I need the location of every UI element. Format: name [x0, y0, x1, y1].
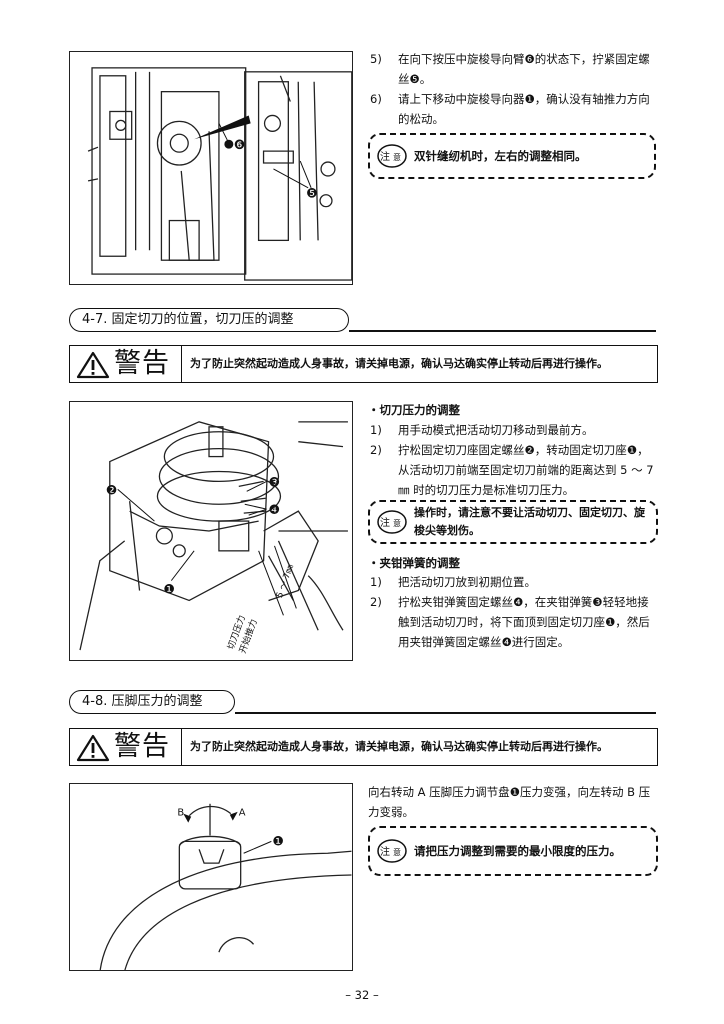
caution-text: 请把压力调整到需要的最小限度的压力。 — [414, 844, 621, 858]
figure-presser-pressure: B A ❶ — [69, 783, 353, 971]
warning-text: 为了防止突然起动造成人身事故，请关掉电源，确认马达确实停止转动后再进行操作。 — [190, 740, 608, 753]
step-number: 2) — [370, 595, 382, 609]
top-step-5: 5) 在向下按压中旋梭导向臂❻的状态下，拧紧固定螺丝❺。 — [370, 49, 658, 89]
caution-box-4-7: 注 意 操作时，请注意不要让活动切刀、固定切刀、旋梭尖等划伤。 — [368, 500, 658, 544]
svg-text:注: 注 — [380, 150, 390, 163]
step-number: 2) — [370, 443, 382, 457]
warning-heading: 警告 — [70, 729, 182, 765]
caution-text: 操作时，请注意不要让活动切刀、固定切刀、旋梭尖等划伤。 — [414, 506, 645, 537]
presser-body-text: 向右转动 A 压脚压力调节盘❶压力变强，向左转动 B 压力变弱。 — [368, 785, 651, 819]
svg-text:意: 意 — [393, 518, 401, 528]
shuttle-guide-illustration: ❻ ❺ — [87, 67, 352, 281]
callout-5: ❺ — [306, 187, 318, 202]
callout-2: ❷ — [106, 483, 118, 498]
figure-shuttle-guide: ❻ ❺ — [69, 51, 353, 285]
callout-1: ❶ — [163, 583, 175, 598]
step-number: 1) — [370, 575, 382, 589]
warning-word: 警告 — [114, 731, 170, 762]
section-title-4-8: 4-8. 压脚压力的调整 — [69, 690, 235, 714]
svg-text:注: 注 — [380, 516, 390, 529]
step-number: 1) — [370, 423, 382, 437]
step-text: 用手动模式把活动切刀移动到最前方。 — [398, 423, 594, 437]
label-a: A — [239, 808, 246, 819]
section-title-4-7: 4-7. 固定切刀的位置，切刀压的调整 — [69, 308, 349, 332]
knife-step-1: 1) 用手动模式把活动切刀移动到最前方。 — [370, 420, 658, 440]
step-number: 6) — [370, 92, 382, 106]
svg-text:意: 意 — [393, 847, 401, 857]
section-rule-4-7 — [349, 330, 656, 332]
svg-text:注: 注 — [380, 845, 390, 858]
step-text: 请上下移动中旋梭导向器❶，确认没有轴推力方向的松动。 — [398, 92, 650, 126]
caution-box-4-8: 注 意 请把压力调整到需要的最小限度的压力。 — [368, 826, 658, 876]
step-text: 把活动切刀放到初期位置。 — [398, 575, 536, 589]
label-b: B — [177, 808, 184, 819]
clamp-step-1: 1) 把活动切刀放到初期位置。 — [370, 572, 658, 592]
caution-box-top: 注 意 双针缝纫机时，左右的调整相同。 — [368, 133, 656, 179]
clamp-step-2: 2) 拧松夹钳弹簧固定螺丝❹，在夹钳弹簧❸轻轻地接触到活动切刀时，将下面顶到固定… — [370, 592, 658, 652]
warning-heading: 警告 — [70, 346, 182, 382]
knife-pressure-illustration: ❷ ❸ ❹ ❶ 5 ～ 7㎜ 切刀压力 开始推力 — [79, 421, 348, 655]
caution-text: 双针缝纫机时，左右的调整相同。 — [414, 149, 587, 163]
warning-bar-4-7: 警告 为了防止突然起动造成人身事故，请关掉电源，确认马达确实停止转动后再进行操作… — [69, 345, 658, 383]
subhead-clamp-spring: ・夹钳弹簧的调整 — [368, 556, 460, 570]
subhead-knife-pressure: ・切刀压力的调整 — [368, 403, 460, 417]
page-number: – 32 – — [345, 988, 379, 1002]
top-step-6: 6) 请上下移动中旋梭导向器❶，确认没有轴推力方向的松动。 — [370, 89, 658, 129]
callout-3: ❸ — [269, 475, 281, 490]
warning-triangle-icon — [76, 734, 110, 762]
svg-text:意: 意 — [393, 152, 401, 162]
presser-pressure-illustration: B A ❶ — [99, 803, 352, 970]
step-number: 5) — [370, 52, 382, 66]
callout-4: ❹ — [269, 503, 281, 518]
section-rule-4-8 — [235, 712, 656, 714]
step-text: 拧松固定切刀座固定螺丝❷，转动固定切刀座❶，从活动切刀前端至固定切刀前端的距离达… — [398, 443, 654, 497]
callout-6: ❻ — [234, 138, 246, 153]
figure-knife-pressure: ❷ ❸ ❹ ❶ 5 ～ 7㎜ 切刀压力 开始推力 — [69, 401, 353, 661]
warning-text: 为了防止突然起动造成人身事故，请关掉电源，确认马达确实停止转动后再进行操作。 — [190, 357, 608, 370]
step-text: 在向下按压中旋梭导向臂❻的状态下，拧紧固定螺丝❺。 — [398, 52, 650, 86]
warning-word: 警告 — [114, 348, 170, 379]
caution-icon: 注 意 — [377, 510, 407, 534]
caution-icon: 注 意 — [377, 839, 407, 863]
callout-1: ❶ — [272, 834, 284, 849]
caution-icon: 注 意 — [377, 144, 407, 168]
knife-step-2: 2) 拧松固定切刀座固定螺丝❷，转动固定切刀座❶，从活动切刀前端至固定切刀前端的… — [370, 440, 658, 500]
warning-triangle-icon — [76, 351, 110, 379]
dimension-label: 5 ～ 7㎜ — [275, 563, 296, 599]
warning-bar-4-8: 警告 为了防止突然起动造成人身事故，请关掉电源，确认马达确实停止转动后再进行操作… — [69, 728, 658, 766]
step-text: 拧松夹钳弹簧固定螺丝❹，在夹钳弹簧❸轻轻地接触到活动切刀时，将下面顶到固定切刀座… — [398, 595, 650, 649]
